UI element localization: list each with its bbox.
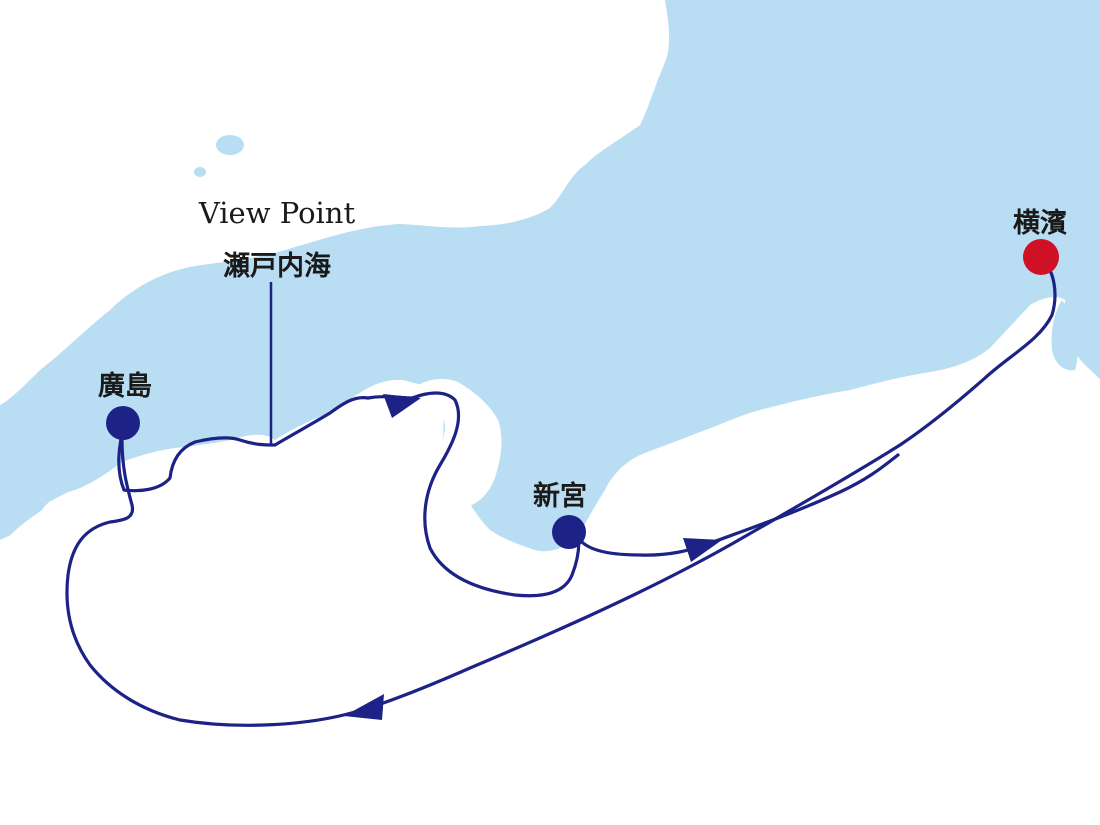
direction-arrow-icon <box>344 694 384 720</box>
viewpoint-name: 瀬戸内海 <box>223 251 331 282</box>
port-marker-yokohama[interactable] <box>1023 239 1059 275</box>
labels: View Point 瀬戸内海 廣島 新宮 横濱 <box>98 196 1067 512</box>
island <box>327 428 383 452</box>
route-segment <box>366 391 581 598</box>
island-sea <box>194 167 206 177</box>
island <box>220 449 244 461</box>
landmass-honshu <box>0 297 1100 825</box>
bay-south <box>891 330 922 377</box>
route-segment <box>65 438 357 727</box>
landmass-korea <box>0 0 670 405</box>
port-label-yokohama: 横濱 <box>1013 208 1067 239</box>
landmass-shikoku <box>100 483 408 690</box>
port-label-hiroshima: 廣島 <box>98 371 152 402</box>
port-marker-shingu[interactable] <box>552 515 586 549</box>
port-marker-hiroshima[interactable] <box>106 406 140 440</box>
lake-biwa <box>708 353 732 397</box>
direction-arrows <box>344 394 722 720</box>
direction-arrow-icon <box>383 394 421 418</box>
port-label-shingu: 新宮 <box>533 480 587 512</box>
island <box>392 456 412 468</box>
island <box>282 467 318 483</box>
route-segment <box>353 256 1057 714</box>
viewpoint-title: View Point <box>198 196 356 230</box>
route-segment <box>117 396 370 493</box>
landmass-kyushu <box>0 528 61 825</box>
island-sea <box>216 135 244 155</box>
cruise-route <box>65 256 1057 727</box>
inland-water <box>194 0 1078 397</box>
direction-arrow-icon <box>683 538 722 562</box>
island-sea <box>682 0 710 22</box>
ports <box>106 239 1059 549</box>
bay-east <box>1051 300 1078 371</box>
